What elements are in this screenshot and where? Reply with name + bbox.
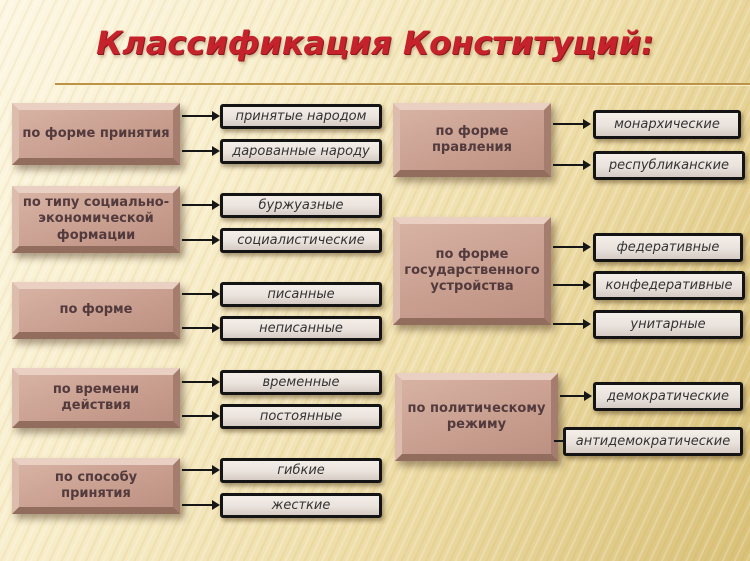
- item-label: жесткие: [271, 498, 331, 513]
- item-label: республиканские: [608, 158, 730, 173]
- item-box-monarchic: монархические: [593, 110, 741, 139]
- item-label: демократические: [607, 389, 729, 404]
- item-box-confederative: конфедеративные: [593, 271, 745, 300]
- connector-line: [554, 440, 563, 442]
- item-label: конфедеративные: [605, 278, 733, 293]
- connector-arrow: [182, 465, 220, 475]
- category-box-adoption-method: по способу принятия: [12, 458, 180, 514]
- item-label: постоянные: [259, 409, 343, 424]
- connector-arrow: [182, 111, 220, 121]
- category-box-political-regime: по политическому режиму: [395, 373, 558, 461]
- connector-arrow: [553, 119, 591, 129]
- item-box-permanent: постоянные: [220, 404, 382, 429]
- category-box-state-structure: по форме государственного устройства: [393, 217, 551, 325]
- connector-arrow: [553, 160, 591, 170]
- category-label: по способу принятия: [54, 469, 138, 501]
- item-label: дарованные народу: [232, 144, 370, 159]
- item-label: принятые народом: [235, 109, 367, 124]
- category-label: по типу социально-экономической формации: [22, 195, 170, 243]
- category-label: по политическому режиму: [407, 400, 546, 432]
- category-label: по форме принятия: [22, 125, 170, 141]
- item-label: социалистические: [237, 233, 365, 248]
- connector-arrow: [182, 289, 220, 299]
- category-box-form-of-government: по форме правления: [393, 103, 551, 177]
- connector-arrow: [182, 235, 220, 245]
- connector-arrow: [553, 242, 591, 252]
- item-label: неписанные: [259, 321, 343, 336]
- connector-arrow: [560, 391, 592, 401]
- connector-arrow: [182, 146, 220, 156]
- item-label: буржуазные: [258, 198, 344, 213]
- title-underline: [55, 83, 750, 85]
- connector-arrow: [182, 500, 220, 510]
- category-label: по форме: [59, 302, 133, 318]
- item-label: гибкие: [277, 463, 325, 478]
- category-label: по времени действия: [52, 381, 140, 413]
- item-box-unitary: унитарные: [593, 310, 743, 339]
- connector-arrow: [553, 280, 591, 290]
- item-box-temporary: временные: [220, 370, 382, 395]
- item-box-granted-to-people: дарованные народу: [220, 139, 382, 164]
- category-box-form-of-adoption: по форме принятия: [12, 103, 180, 165]
- connector-arrow: [182, 377, 220, 387]
- category-box-socio-economic: по типу социально-экономической формации: [12, 186, 180, 253]
- category-label: по форме правления: [431, 123, 513, 155]
- item-label: федеративные: [616, 240, 720, 255]
- connector-arrow: [182, 200, 220, 210]
- connector-arrow: [182, 411, 220, 421]
- category-box-form: по форме: [12, 282, 180, 339]
- item-label: монархические: [614, 117, 720, 132]
- item-box-republican: республиканские: [593, 151, 745, 180]
- item-box-rigid: жесткие: [220, 493, 382, 518]
- page-title: Классификация Конституций:: [96, 24, 654, 62]
- item-box-federative: федеративные: [593, 233, 743, 262]
- item-box-adopted-by-people: принятые народом: [220, 104, 382, 129]
- item-box-bourgeois: буржуазные: [220, 193, 382, 218]
- category-box-time-of-action: по времени действия: [12, 368, 180, 428]
- connector-arrow: [182, 323, 220, 333]
- item-label: временные: [262, 375, 340, 390]
- item-label: антидемократические: [575, 434, 731, 449]
- item-box-democratic: демократические: [593, 382, 743, 411]
- item-box-antidemocratic: антидемократические: [563, 427, 743, 456]
- item-label: унитарные: [630, 317, 706, 332]
- item-box-unwritten: неписанные: [220, 316, 382, 341]
- item-box-written: писанные: [220, 282, 382, 307]
- item-box-socialist: социалистические: [220, 228, 382, 253]
- item-label: писанные: [267, 287, 335, 302]
- category-label: по форме государственного устройства: [404, 246, 540, 295]
- connector-arrow: [553, 319, 591, 329]
- item-box-flexible: гибкие: [220, 458, 382, 483]
